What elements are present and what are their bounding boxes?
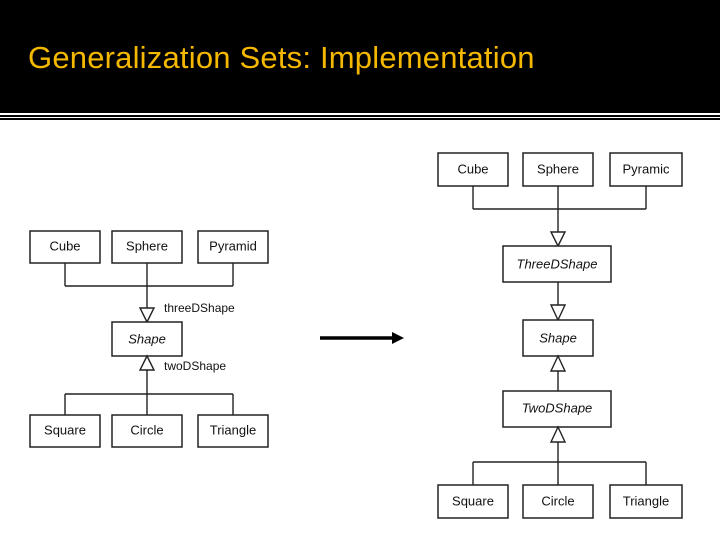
right-cube-label: Cube — [457, 161, 488, 176]
left-sphere-box — [111, 230, 183, 264]
left-set-upper-label: threeDShape — [164, 301, 235, 315]
left-triangle-label: Triangle — [210, 422, 256, 437]
left-square-label: Square — [44, 422, 86, 437]
right-sphere-label: Sphere — [537, 161, 579, 176]
right-sphere-box — [522, 152, 594, 187]
left-triangle-box — [197, 414, 269, 448]
title-divider — [0, 113, 720, 115]
right-three-d-shape-label: ThreeDShape — [517, 256, 598, 271]
transform-arrow — [320, 332, 404, 344]
right-square-box — [437, 484, 509, 519]
right-arrowhead-1 — [549, 231, 567, 248]
right-shape-label: Shape — [539, 330, 577, 345]
left-sphere-label: Sphere — [126, 238, 168, 253]
left-circle-label: Circle — [130, 422, 163, 437]
right-square-label: Square — [452, 493, 494, 508]
right-two-d-shape-label: TwoDShape — [522, 400, 593, 415]
right-shape-box — [522, 319, 594, 357]
right-circle-box — [522, 484, 594, 519]
left-lower-arrowhead — [138, 354, 156, 371]
title-divider-thin — [0, 117, 720, 118]
right-three-d-shape-box — [502, 245, 612, 283]
right-triangle-box — [609, 484, 683, 519]
left-pyramid-label: Pyramid — [209, 238, 257, 253]
right-diagram: Cube Sphere Pyramic ThreeDShape Shape Tw… — [437, 152, 683, 519]
right-arrowhead-4 — [549, 425, 567, 443]
right-circle-label: Circle — [541, 493, 574, 508]
left-set-lower-label: twoDShape — [164, 359, 226, 373]
left-diagram: Cube Sphere Pyramid threeDShape Shape tw… — [29, 230, 269, 448]
left-pyramid-box — [197, 230, 269, 264]
left-cube-box — [29, 230, 101, 264]
right-two-d-shape-box — [502, 390, 612, 428]
left-cube-label: Cube — [49, 238, 80, 253]
right-pyramic-box — [609, 152, 683, 187]
right-arrowhead-3 — [549, 354, 567, 372]
left-square-box — [29, 414, 101, 448]
right-arrowhead-2 — [549, 304, 567, 322]
left-shape-label: Shape — [128, 331, 166, 346]
slide-title: Generalization Sets: Implementation — [28, 40, 535, 75]
right-triangle-label: Triangle — [623, 493, 669, 508]
right-pyramic-label: Pyramic — [623, 161, 670, 176]
left-upper-arrowhead — [138, 307, 156, 324]
left-circle-box — [111, 414, 183, 448]
